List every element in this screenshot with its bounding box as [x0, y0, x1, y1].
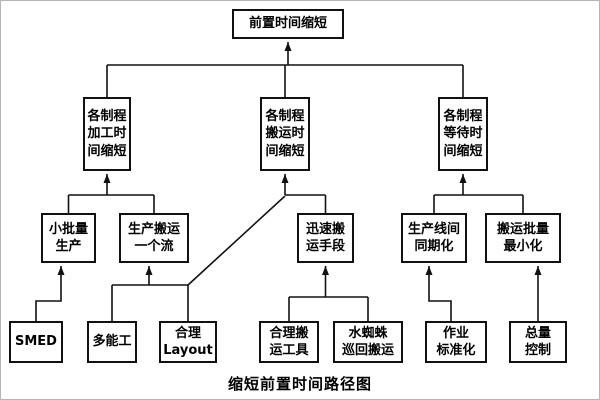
one-piece-flow-feeders: [111, 266, 189, 321]
node-label: 水蜘蛛 巡回搬运: [341, 325, 394, 358]
transport-time-feeders: [187, 174, 327, 286]
node-transport-time-reduction: 各制程 搬运时 间缩短: [260, 97, 310, 171]
top-level-connectors: [106, 42, 464, 97]
node-label: 多能工: [92, 334, 132, 350]
node-label: 作业 标准化: [436, 325, 476, 358]
node-label: 小批量 生产: [48, 221, 88, 254]
node-multi-skilled-workers: 多能工: [87, 321, 137, 363]
node-label: 搬运批量 最小化: [496, 221, 549, 254]
node-total-quantity-control: 总量 控制: [509, 321, 567, 363]
node-lead-time-reduction: 前置时间缩短: [232, 9, 344, 39]
node-label: 各制程 搬运时 间缩短: [265, 109, 305, 159]
node-label: 合理搬 运工具: [269, 325, 309, 358]
line-sync-feeders: [425, 266, 452, 321]
node-process-time-reduction: 各制程 加工时 间缩短: [83, 97, 131, 171]
node-water-spider-transport: 水蜘蛛 巡回搬运: [333, 321, 403, 363]
node-label: 总量 控制: [524, 325, 551, 358]
node-label: 生产搬运 一个流: [127, 221, 180, 254]
node-rapid-transport-means: 迅速搬 运手段: [297, 213, 354, 263]
rapid-transport-feeders: [288, 266, 369, 321]
node-label: 生产线间 同期化: [407, 221, 460, 254]
node-rational-transport-tools: 合理搬 运工具: [259, 321, 319, 363]
node-work-standardization: 作业 标准化: [425, 321, 487, 363]
node-smed: SMED: [9, 321, 63, 363]
wait-time-feeders: [433, 174, 524, 213]
node-label: 前置时间缩短: [248, 16, 327, 32]
process-time-feeders: [67, 174, 155, 213]
node-label: 各制程 等待时 间缩短: [443, 109, 483, 159]
node-label: 迅速搬 运手段: [305, 221, 345, 254]
node-line-synchronization: 生产线间 同期化: [401, 213, 467, 263]
node-label: 各制程 加工时 间缩短: [87, 109, 127, 159]
node-label: 合理 Layout: [163, 325, 213, 358]
node-small-batch-production: 小批量 生产: [41, 213, 96, 263]
small-batch-feeders: [35, 266, 65, 321]
node-rational-layout: 合理 Layout: [159, 321, 217, 363]
node-label: SMED: [15, 334, 57, 350]
node-wait-time-reduction: 各制程 等待时 间缩短: [438, 97, 488, 171]
diagram-caption: 缩短前置时间路径图: [227, 375, 372, 393]
node-one-piece-flow: 生产搬运 一个流: [119, 213, 189, 263]
node-transport-batch-minimization: 搬运批量 最小化: [485, 213, 561, 263]
